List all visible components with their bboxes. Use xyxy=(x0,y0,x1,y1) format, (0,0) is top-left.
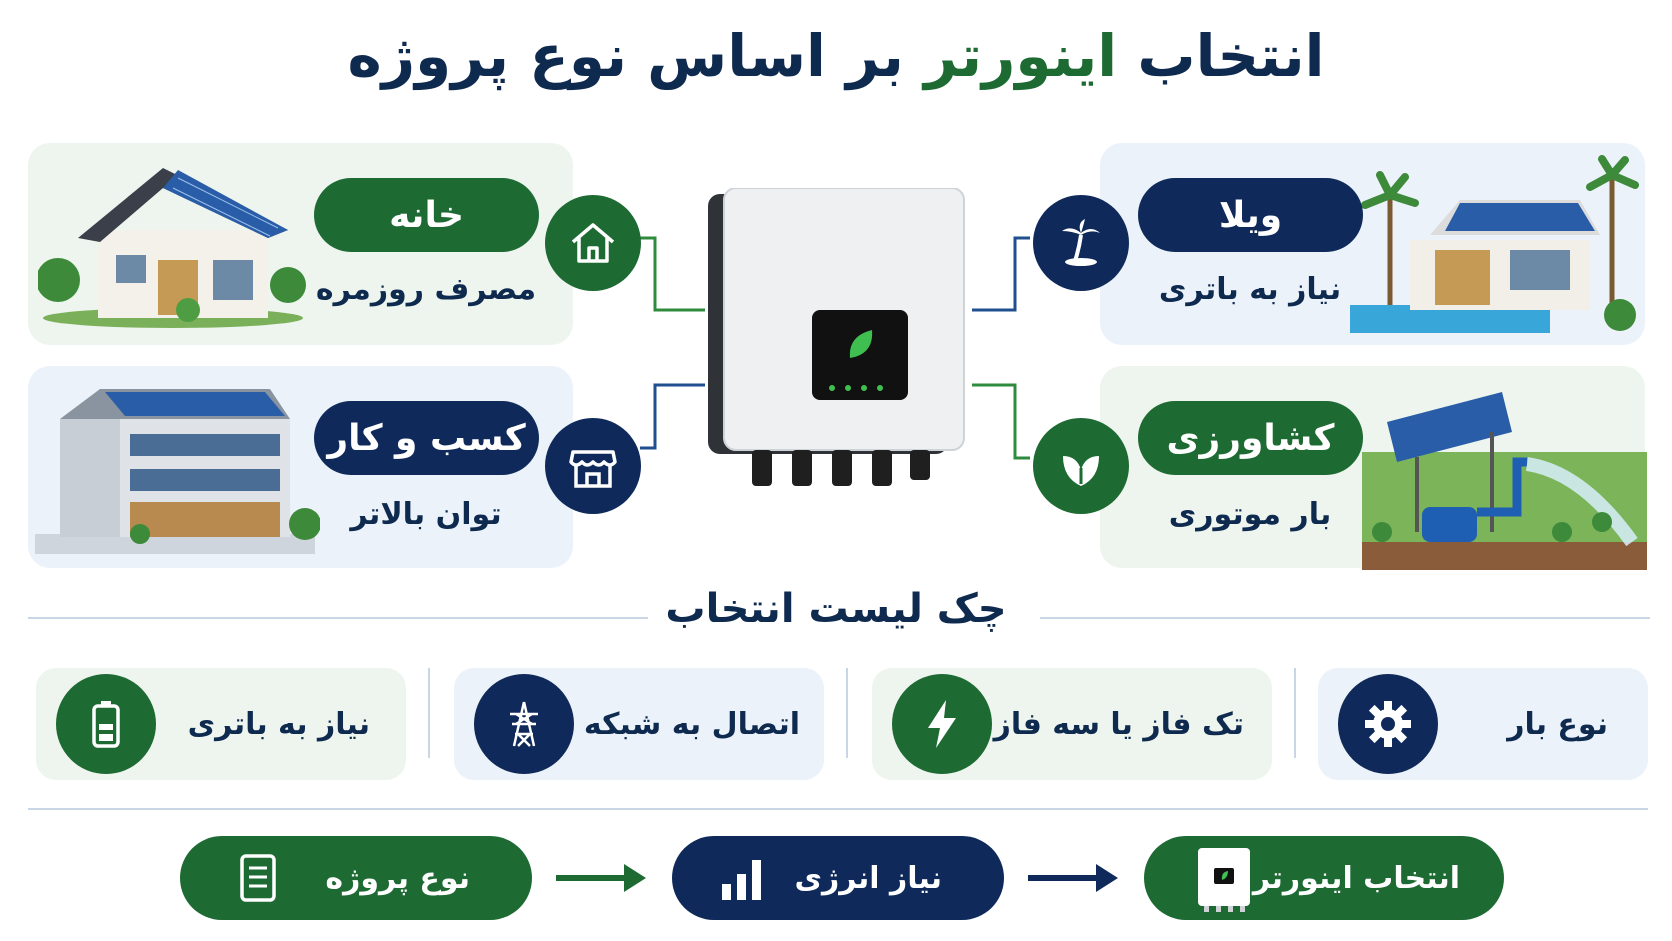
inverter-icon xyxy=(1198,848,1250,912)
title-main: انتخاب xyxy=(1137,22,1325,90)
farm-sub: بار موتوری xyxy=(1168,497,1332,532)
flow-step-project-type[interactable]: نوع پروژه xyxy=(180,836,532,920)
villa-illustration xyxy=(1350,155,1639,333)
flow-label: نیاز انرژی xyxy=(794,860,942,896)
flow-label: نوع پروژه xyxy=(325,860,470,896)
page-title: انتخاب اینورتر بر اساس نوع پروژه xyxy=(0,22,1672,90)
check-label: نیاز به باتری xyxy=(187,706,370,742)
divider-right xyxy=(1040,617,1650,619)
business-label: کسب و کار xyxy=(314,401,539,475)
arrow-right-icon xyxy=(556,864,646,892)
check-label: نوع بار xyxy=(1507,706,1608,742)
house-illustration xyxy=(38,168,306,328)
lightning-icon xyxy=(892,674,992,774)
title-accent: اینورتر xyxy=(924,22,1118,90)
flow-label: انتخاب اینورتر xyxy=(1252,860,1460,896)
check-item-load-type[interactable]: نوع بار xyxy=(1318,668,1648,780)
title-rest: بر اساس نوع پروژه xyxy=(347,22,904,90)
inverter-device xyxy=(708,188,965,486)
divider-bottom xyxy=(28,808,1648,810)
check-item-battery[interactable]: نیاز به باتری xyxy=(36,668,406,780)
flow-step-energy-need[interactable]: نیاز انرژی xyxy=(672,836,1004,920)
home-sub: مصرف روزمره xyxy=(315,272,537,307)
check-label: تک فاز یا سه فاز xyxy=(993,706,1244,742)
check-item-grid[interactable]: اتصال به شبکه xyxy=(454,668,824,780)
gear-icon xyxy=(1338,674,1438,774)
flow-step-select-inverter[interactable]: انتخاب اینورتر xyxy=(1144,836,1504,920)
leaf-icon xyxy=(1033,418,1129,514)
farm-label: کشاورزی xyxy=(1138,401,1363,475)
divider-vertical xyxy=(1294,668,1296,758)
checklist-title: چک لیست انتخاب xyxy=(665,586,1007,632)
power-tower-icon xyxy=(474,674,574,774)
palm-tree-icon xyxy=(1033,195,1129,291)
bar-chart-icon xyxy=(722,860,761,900)
divider-vertical xyxy=(846,668,848,758)
arrow-right-icon xyxy=(1028,864,1118,892)
battery-icon xyxy=(56,674,156,774)
divider-vertical xyxy=(428,668,430,758)
divider-left xyxy=(28,617,648,619)
house-icon xyxy=(545,195,641,291)
office-building-illustration xyxy=(35,389,320,554)
villa-label: ویلا xyxy=(1138,178,1363,252)
villa-sub: نیاز به باتری xyxy=(1158,272,1342,307)
business-sub: توان بالاتر xyxy=(350,497,502,532)
document-icon xyxy=(240,854,276,902)
check-label: اتصال به شبکه xyxy=(583,706,800,742)
check-item-phase[interactable]: تک فاز یا سه فاز xyxy=(872,668,1272,780)
store-icon xyxy=(545,418,641,514)
home-label: خانه xyxy=(314,178,539,252)
farm-illustration xyxy=(1362,392,1647,570)
